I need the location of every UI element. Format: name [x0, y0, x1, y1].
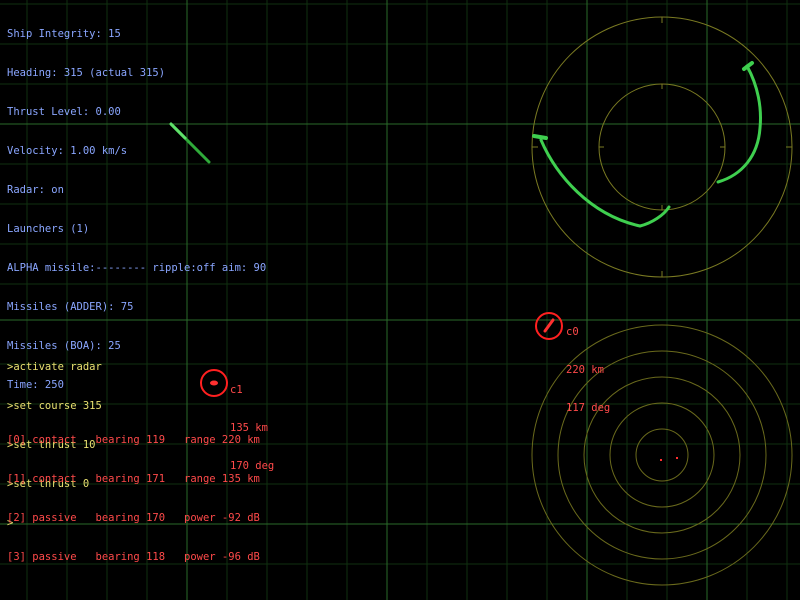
console-line: >set thrust 0 [7, 478, 90, 490]
contact-bearing: 117 deg [566, 402, 611, 414]
heading-readout: Heading: 315 (actual 315) [7, 67, 166, 79]
radar-scope [531, 16, 793, 278]
contact-id: c1 [230, 384, 243, 396]
contact-list: [0] contact bearing 119 range 220 km [1]… [7, 408, 260, 577]
contact-label-c1: c1 135 km 170 deg [230, 358, 274, 485]
contact-list-item: [0] contact bearing 119 range 220 km [7, 434, 260, 446]
time-readout: Time: 250 [7, 379, 64, 391]
thrust-readout: Thrust Level: 0.00 [7, 106, 121, 118]
missiles-adder-count: Missiles (ADDER): 75 [7, 301, 134, 313]
contact-list-item: [2] passive bearing 170 power -92 dB [7, 512, 260, 524]
passive-scope [531, 324, 793, 586]
velocity-readout: Velocity: 1.00 km/s [7, 145, 128, 157]
contact-list-item: [3] passive bearing 118 power -96 dB [7, 551, 260, 563]
contact-list-item: [1] contact bearing 171 range 135 km [7, 473, 260, 485]
alpha-missile-status: ALPHA missile:-------- ripple:off aim: 9… [7, 262, 267, 274]
contact-reticle-icon-c0[interactable] [535, 312, 563, 340]
contact-range: 135 km [230, 422, 268, 434]
ship-trail-icon [169, 122, 211, 164]
contact-id: c0 [566, 326, 579, 338]
radar-scope-ticks [532, 17, 792, 277]
passive-detections [660, 457, 678, 461]
contact-label-c0: c0 220 km 117 deg [566, 300, 610, 427]
contact-bearing: 170 deg [230, 460, 275, 472]
console-line: >set course 315 [7, 400, 102, 412]
console-line: >activate radar [7, 361, 102, 373]
ship-status-panel: Ship Integrity: 15 Heading: 315 (actual … [7, 2, 266, 405]
console-prompt[interactable]: > [7, 517, 14, 529]
command-console[interactable]: >activate radar >set course 315 >set thr… [7, 335, 102, 543]
missiles-boa-count: Missiles (BOA): 25 [7, 340, 121, 352]
launchers-status: Launchers (1) [7, 223, 90, 235]
radar-returns [532, 61, 762, 228]
contact-range: 220 km [566, 364, 604, 376]
radar-status: Radar: on [7, 184, 64, 196]
ship-integrity: Ship Integrity: 15 [7, 28, 121, 40]
console-line: >set thrust 10 [7, 439, 96, 451]
contact-reticle-icon-c1[interactable] [200, 369, 228, 397]
